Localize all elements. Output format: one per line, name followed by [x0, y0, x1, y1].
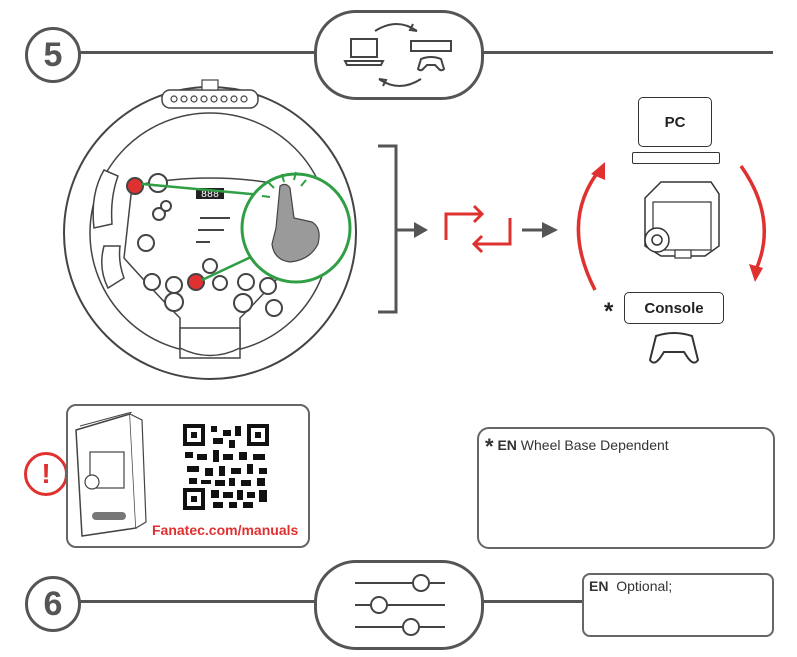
pc-console-switch-icon	[343, 23, 452, 87]
note-lang: EN	[497, 437, 517, 453]
optional-note: EN Optional;	[589, 578, 672, 594]
step-6-line-right	[478, 600, 582, 603]
pc-keyboard	[632, 152, 720, 164]
console-label: Console	[624, 292, 724, 324]
alert-icon: !	[24, 452, 68, 496]
flow-arrows	[378, 144, 558, 314]
optional-note-box	[582, 573, 774, 637]
cycle-icon	[444, 204, 512, 254]
step-6-line-left	[80, 600, 317, 603]
settings-pill	[314, 560, 484, 650]
wheel-rev-display: 888	[201, 190, 219, 201]
platform-switch-pill	[314, 10, 484, 100]
step-6-number: 6	[25, 576, 81, 632]
step-5-line-left	[80, 51, 317, 54]
sliders-icon	[355, 574, 445, 636]
manual-url-link[interactable]: Fanatec.com/manuals	[152, 522, 299, 538]
optional-note-text: Optional;	[616, 578, 673, 594]
rotation-arrows-and-wheelbase	[576, 162, 767, 291]
qr-code	[183, 424, 269, 510]
manual-booklet-icon	[75, 412, 147, 537]
step-5-number: 5	[25, 27, 81, 83]
wheel-base-note-box	[477, 427, 775, 549]
pc-label: PC	[638, 97, 712, 147]
steering-wheel-illustration: 888	[63, 79, 357, 380]
gamepad-icon	[648, 332, 700, 364]
note-asterisk: *	[485, 434, 494, 459]
step-5-line-right	[478, 51, 773, 54]
console-asterisk: *	[604, 298, 614, 325]
note-text: Wheel Base Dependent	[520, 437, 669, 453]
optional-note-lang: EN	[589, 578, 609, 594]
wheel-base-note: * EN Wheel Base Dependent	[485, 434, 669, 460]
